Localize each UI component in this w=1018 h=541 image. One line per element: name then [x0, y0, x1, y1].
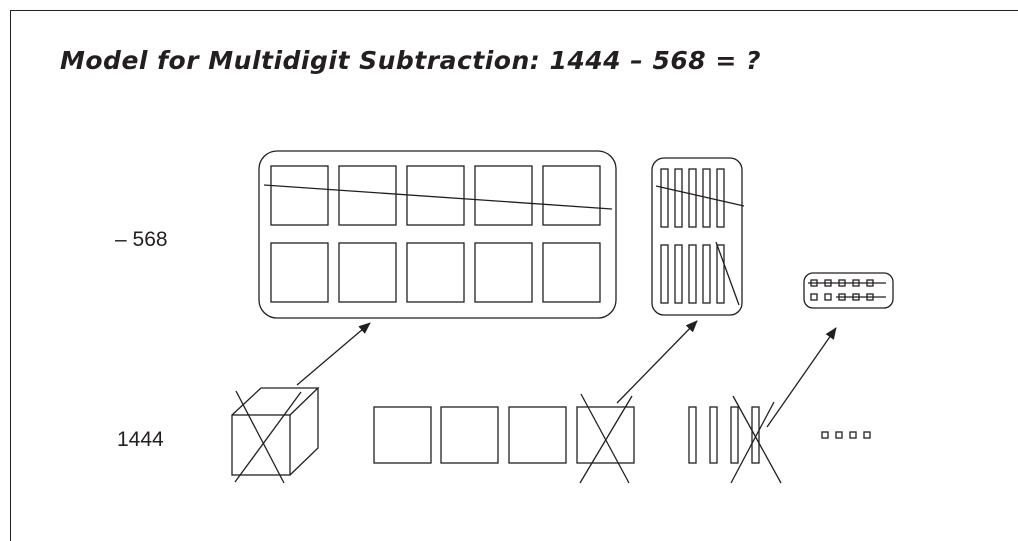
- arrow-flat-to-rods: [616, 320, 698, 404]
- cross-out-line: [730, 401, 775, 484]
- cross-out-line: [580, 393, 630, 484]
- subtrahend-label: – 568: [115, 228, 168, 251]
- cross-out-line: [235, 390, 285, 484]
- hundred-flats: [373, 393, 635, 484]
- figure-frame: [10, 10, 1018, 541]
- ten-units-group: [803, 272, 894, 309]
- unit-cubes: [821, 431, 871, 439]
- ten-flats-group: [258, 150, 617, 319]
- cross-out-line: [234, 391, 302, 483]
- cross-out-line: [715, 241, 740, 306]
- ten-rods: [688, 395, 782, 484]
- cross-out-line: [263, 184, 613, 210]
- cross-out-line: [579, 395, 633, 484]
- thousand-cube: [231, 387, 320, 484]
- arrow-thousand-to-flats: [296, 322, 371, 386]
- arrow-rod-to-units: [766, 327, 837, 428]
- cross-out-line: [655, 185, 745, 207]
- figure-title: Model for Multidigit Subtraction: 1444 –…: [60, 46, 762, 75]
- ten-rods-group: [651, 157, 745, 316]
- cross-out-line: [732, 395, 782, 484]
- minuend-label: 1444: [117, 428, 164, 451]
